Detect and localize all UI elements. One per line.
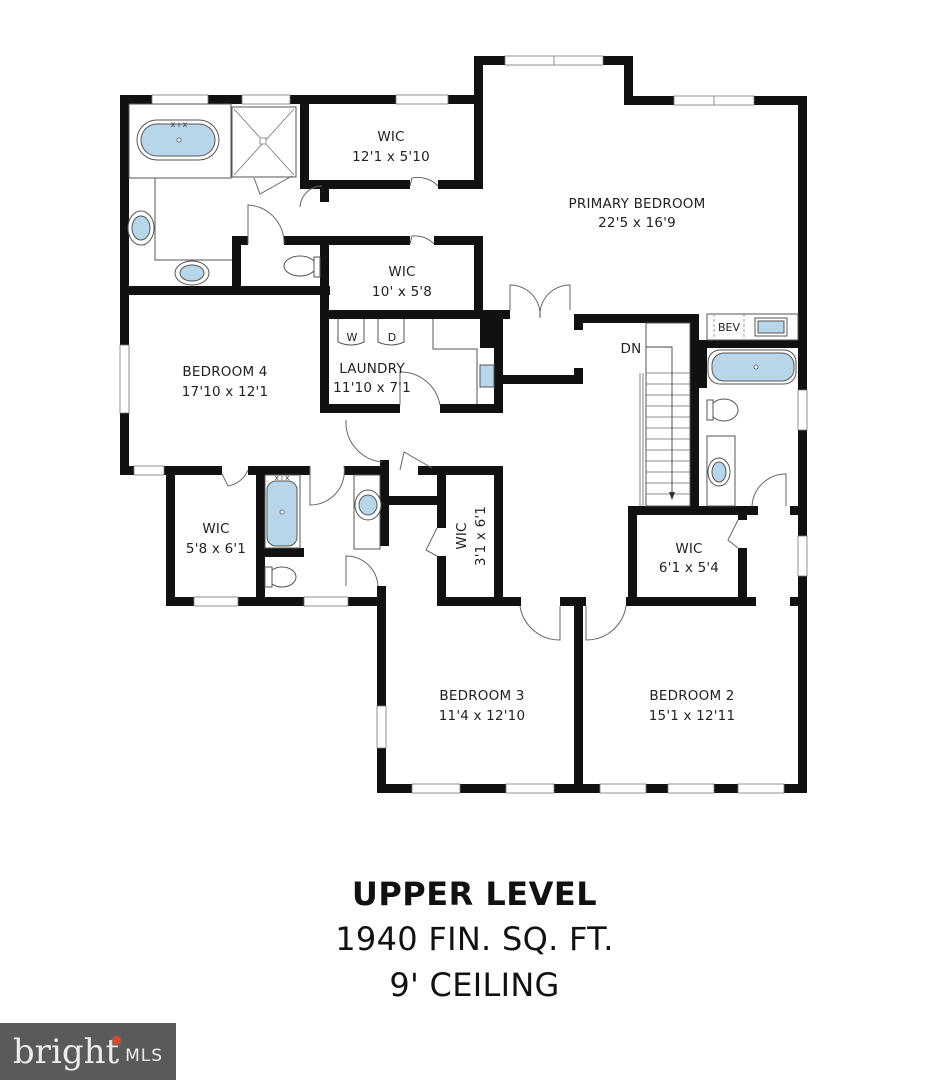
svg-text:x ı x: x ı x [171, 120, 188, 129]
room-bedroom-2-dims: 15'1 x 12'11 [649, 708, 736, 724]
room-bedroom-4-dims: 17'10 x 12'1 [182, 384, 269, 400]
floor-plan-caption: UPPER LEVEL 1940 FIN. SQ. FT. 9' CEILING [0, 872, 949, 1008]
bath-2-fixtures: BEV [706, 313, 799, 507]
room-bedroom-3-name: BEDROOM 3 [439, 688, 524, 704]
room-bedroom-2-name: BEDROOM 2 [649, 688, 734, 704]
exterior-walls [120, 56, 807, 793]
stairs-down-label: DN [621, 341, 642, 357]
room-wic-hall-dims: 3'1 x 6'1 [473, 506, 489, 566]
room-bedroom-4-name: BEDROOM 4 [182, 364, 267, 380]
dryer-label: D [388, 331, 396, 344]
room-wic-bedroom-2-name: WIC [675, 541, 702, 557]
doors [221, 176, 787, 641]
svg-text:x ı x: x ı x [275, 474, 290, 482]
room-labels: PRIMARY BEDROOM 22'5 x 16'9 WIC 12'1 x 5… [182, 129, 736, 724]
room-primary-bedroom-name: PRIMARY BEDROOM [569, 196, 706, 212]
interior-walls [120, 95, 806, 793]
logo-spark-icon [113, 1036, 121, 1044]
windows [119, 55, 808, 794]
floor-plan: x ı x W D DN [119, 55, 808, 794]
stairs: DN [621, 322, 691, 507]
room-wic-1-dims: 12'1 x 5'10 [352, 149, 430, 165]
level-title: UPPER LEVEL [351, 875, 598, 913]
room-laundry-dims: 11'10 x 7'1 [333, 380, 411, 396]
washer-label: W [347, 331, 358, 344]
hall-bath-fixtures: x ı x [264, 474, 382, 588]
ceiling-text: 9' CEILING [389, 966, 560, 1004]
logo-brand-text: bright [12, 1031, 120, 1072]
beverage-label: BEV [718, 321, 740, 334]
room-wic-bedroom-2-dims: 6'1 x 5'4 [659, 560, 719, 576]
room-primary-bedroom-dims: 22'5 x 16'9 [598, 215, 676, 231]
room-wic-bedroom-4-name: WIC [202, 521, 229, 537]
room-laundry-name: LAUNDRY [339, 361, 405, 377]
room-wic-2-dims: 10' x 5'8 [372, 284, 432, 300]
laundry-fixtures: W D [337, 319, 495, 404]
logo-suffix: MLS [125, 1045, 164, 1066]
area-text: 1940 FIN. SQ. FT. [335, 920, 614, 958]
room-bedroom-3-dims: 11'4 x 12'10 [439, 708, 526, 724]
logo-brand: bright [12, 1031, 121, 1072]
room-wic-bedroom-4-dims: 5'8 x 6'1 [186, 541, 246, 557]
room-wic-2-name: WIC [388, 264, 415, 280]
room-wic-1-name: WIC [377, 129, 404, 145]
room-wic-hall-name: WIC [454, 522, 470, 549]
primary-bath-fixtures: x ı x [127, 103, 321, 286]
bright-mls-logo: bright MLS [0, 1023, 176, 1080]
